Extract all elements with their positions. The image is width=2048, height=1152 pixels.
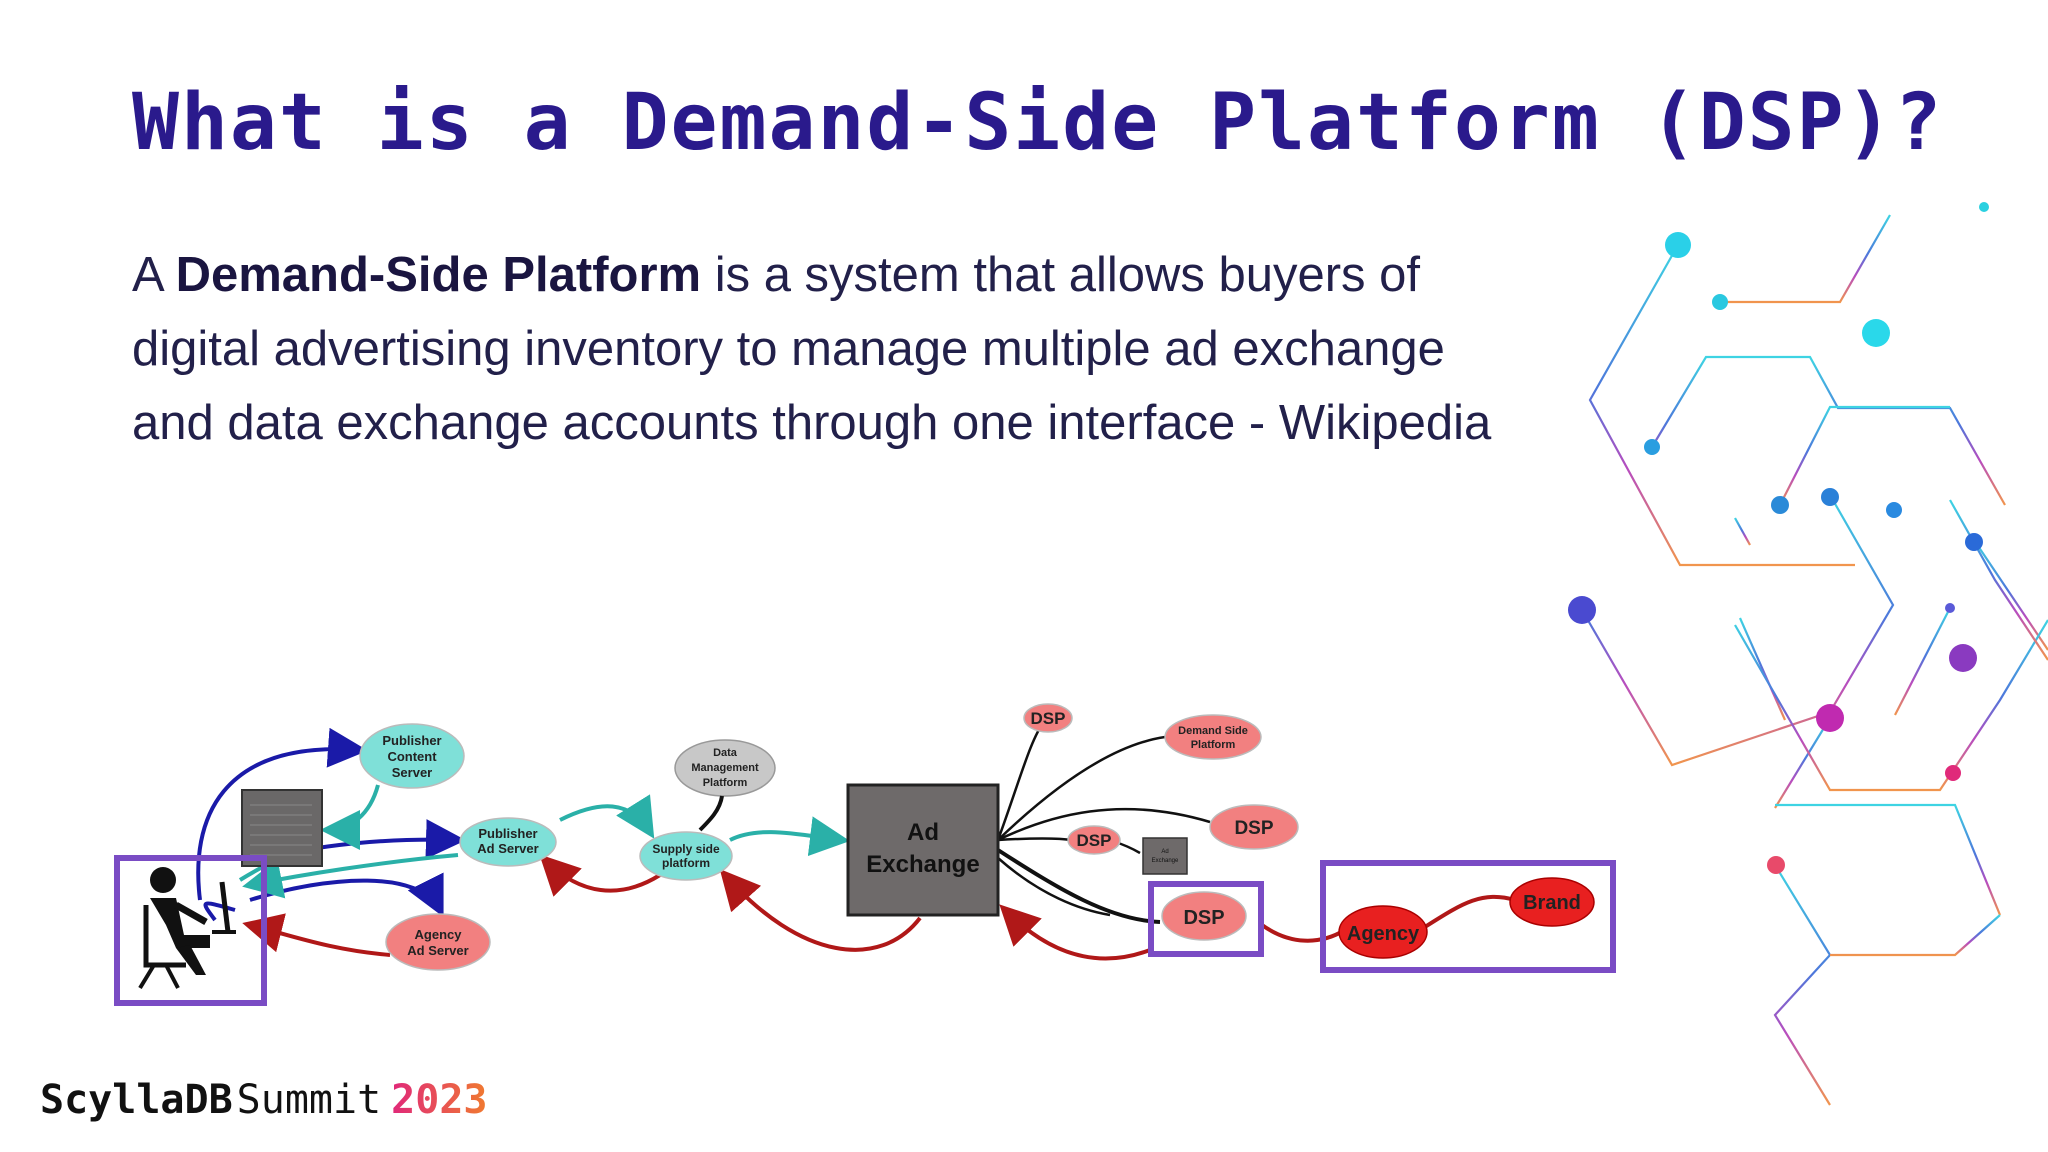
node-dsp-highlighted: DSP — [1161, 891, 1247, 941]
dsp-highlighted-label: DSP — [1183, 907, 1224, 929]
dsp-middle-left-label: DSP — [1077, 831, 1112, 850]
dmp-label-2: Management — [691, 762, 759, 774]
edge-agency-ad-server-to-user — [242, 913, 391, 957]
person-at-computer-icon — [138, 867, 236, 990]
node-supply-side-platform: Supply side platform — [639, 831, 733, 881]
highlight-box-dsp — [1148, 881, 1264, 957]
node-data-management-platform: Data Management Platform — [674, 739, 776, 797]
node-dsp-top: DSP — [1023, 703, 1073, 733]
edge-ssp-to-publisher — [539, 854, 662, 897]
agency-label: Agency — [1347, 923, 1420, 945]
content-server-label-3: Server — [392, 765, 432, 780]
definition-line3: and data exchange accounts through one i… — [132, 396, 1492, 450]
node-brand: Brand — [1509, 877, 1595, 927]
demand-side-platform-label-1: Demand Side — [1178, 725, 1248, 737]
edge-agency-to-brand — [1418, 894, 1516, 932]
agency-ad-server-label-2: Ad Server — [407, 943, 468, 958]
edge-ssp-to-ad-exchange — [729, 816, 850, 857]
edge-dmp-to-ssp — [698, 795, 724, 832]
footer-event: Summit — [236, 1077, 382, 1123]
node-demand-side-platform: Demand Side Platform — [1164, 714, 1262, 760]
node-publisher-ad-server: Publisher Ad Server — [459, 817, 557, 867]
edge-exchange-to-dsp-middle — [997, 837, 1071, 842]
demand-side-platform-label-2: Platform — [1191, 739, 1236, 751]
publisher-web-page — [241, 789, 323, 867]
edge-exchange-to-dsp-right — [997, 807, 1211, 842]
footer-brand: ScyllaDB — [40, 1077, 233, 1123]
edge-exchange-to-dsp-top — [996, 719, 1047, 841]
publisher-ad-server-label-1: Publisher — [478, 826, 537, 841]
highlight-box-user — [114, 855, 267, 1006]
edge-content-server-to-page — [320, 784, 380, 850]
small-ad-exchange-label-2: Exchange — [1152, 858, 1179, 864]
publisher-ad-server-label-2: Ad Server — [477, 841, 538, 856]
content-server-label-2: Content — [387, 749, 437, 764]
node-dsp-middle-right: DSP — [1209, 804, 1299, 850]
dsp-top-label: DSP — [1031, 709, 1066, 728]
node-publisher-content-server: Publisher Content Server — [359, 723, 465, 789]
edge-exchange-to-demand-side-platform — [997, 735, 1166, 841]
dmp-label-3: Platform — [703, 777, 748, 789]
footer-year: 2023 — [391, 1077, 488, 1123]
edge-user-to-agency-ad-server — [249, 872, 444, 918]
node-agency: Agency — [1338, 905, 1428, 959]
definition-term: Demand-Side Platform — [175, 248, 702, 302]
node-agency-ad-server: Agency Ad Server — [385, 913, 491, 971]
highlight-box-agency-brand — [1320, 860, 1616, 973]
edge-publisher-to-ssp — [559, 794, 655, 839]
brand-label: Brand — [1523, 892, 1581, 914]
ssp-label-2: platform — [662, 856, 710, 870]
ad-exchange-label-1: Ad — [907, 819, 939, 846]
edge-publisher-ad-server-to-user — [242, 853, 459, 899]
definition-prefix: A — [132, 248, 176, 302]
slide-title: What is a Demand-Side Platform (DSP)? — [132, 78, 1944, 168]
node-dsp-middle-left: DSP — [1067, 825, 1121, 855]
dsp-middle-right-label: DSP — [1234, 818, 1273, 839]
definition-line1-rest: is a system that allows buyers of — [701, 248, 1421, 302]
dmp-label-1: Data — [713, 747, 738, 759]
edge-exchange-to-ssp — [719, 869, 922, 952]
ad-exchange-label-2: Exchange — [866, 851, 979, 878]
definition-line2: digital advertising inventory to manage … — [132, 322, 1445, 376]
definition-text: A Demand-Side Platform is a system that … — [132, 238, 1532, 460]
edge-exchange-to-dsp-highlighted — [996, 848, 1161, 924]
node-small-ad-exchange: Ad Exchange — [1142, 837, 1188, 875]
small-ad-exchange-label-1: Ad — [1161, 849, 1168, 855]
edge-dsp-to-agency — [1260, 923, 1347, 943]
edge-dsp-to-exchange — [999, 904, 1151, 961]
agency-ad-server-label-1: Agency — [415, 927, 463, 942]
ssp-label-1: Supply side — [652, 842, 720, 856]
edge-user-to-content-server — [196, 727, 368, 901]
web-page-text-lines — [250, 804, 312, 856]
node-ad-exchange: Ad Exchange — [846, 783, 1000, 917]
content-server-label-1: Publisher — [382, 733, 441, 748]
